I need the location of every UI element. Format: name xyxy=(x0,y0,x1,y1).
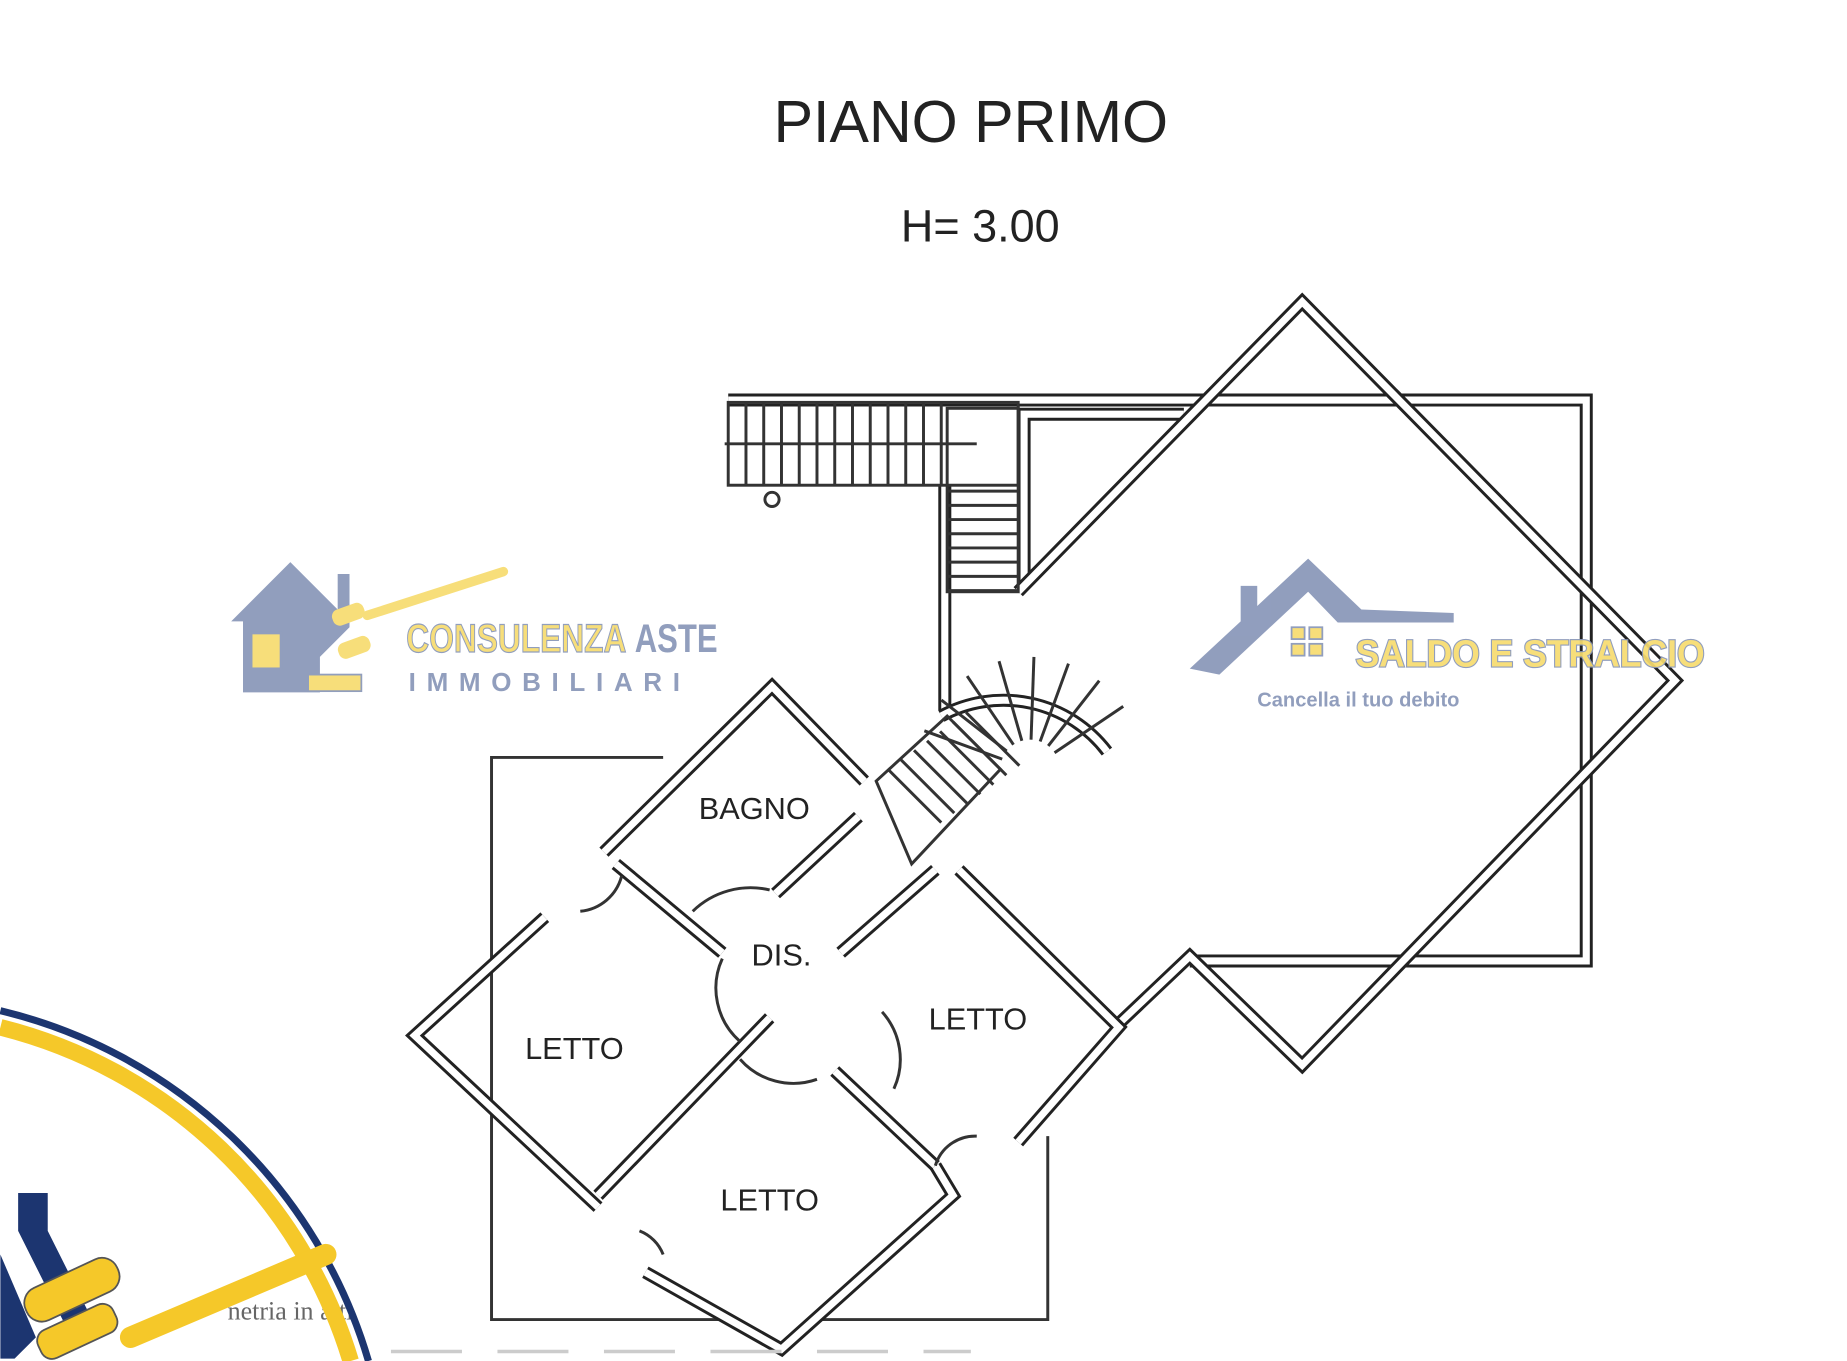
stair-tread xyxy=(965,711,1021,767)
stair-tread xyxy=(997,660,1024,742)
roof-icon xyxy=(1189,558,1454,675)
stair-tread xyxy=(923,729,1003,761)
saldo-stralcio-logo: SALDO E STRALCIO Cancella il tuo debito xyxy=(1189,558,1706,712)
svg-text:ASTE: ASTE xyxy=(635,616,718,661)
stair-tread xyxy=(899,758,956,815)
stair-tread xyxy=(926,739,982,796)
room-label-letto-bottom: LETTO xyxy=(720,1183,819,1218)
stair-tread xyxy=(939,730,995,786)
svg-text:SALDO E STRALCIO: SALDO E STRALCIO xyxy=(1355,633,1704,675)
seal-logo xyxy=(0,1007,372,1361)
living-diamond xyxy=(1013,292,1685,1075)
room-label-dis: DIS. xyxy=(752,938,812,973)
terrace-lower xyxy=(490,755,1050,1322)
terrace-upper xyxy=(728,393,1593,968)
height-label: H= 3.00 xyxy=(901,200,1060,251)
house-icon xyxy=(231,562,350,693)
stair-tread xyxy=(1029,656,1036,740)
room-label-letto-right: LETTO xyxy=(929,1002,1028,1037)
consulenza-aste-logo: CONSULENZA ASTE IMMOBILIARI xyxy=(231,562,718,697)
spiral-staircase xyxy=(874,656,1125,867)
stair-tread xyxy=(1053,705,1125,754)
gavel-icon xyxy=(23,1256,121,1323)
room-cluster xyxy=(405,677,1128,1358)
room-label-letto-left: LETTO xyxy=(525,1031,624,1066)
stair-tread xyxy=(965,675,1015,746)
svg-text:Cancella il tuo debito: Cancella il tuo debito xyxy=(1257,690,1459,712)
plan-title: PIANO PRIMO xyxy=(774,88,1168,155)
room-label-bagno: BAGNO xyxy=(699,791,810,826)
stair-tread xyxy=(952,720,1008,777)
svg-text:CONSULENZA: CONSULENZA xyxy=(406,616,626,661)
stair-tread xyxy=(886,768,943,824)
stair-tread xyxy=(1047,679,1101,747)
window-icon xyxy=(1290,626,1324,657)
stair-tread xyxy=(1038,663,1070,742)
gavel-icon xyxy=(362,566,509,621)
staircase-top xyxy=(724,400,1020,594)
stair-tread xyxy=(912,749,969,805)
svg-text:IMMOBILIARI: IMMOBILIARI xyxy=(409,667,691,697)
